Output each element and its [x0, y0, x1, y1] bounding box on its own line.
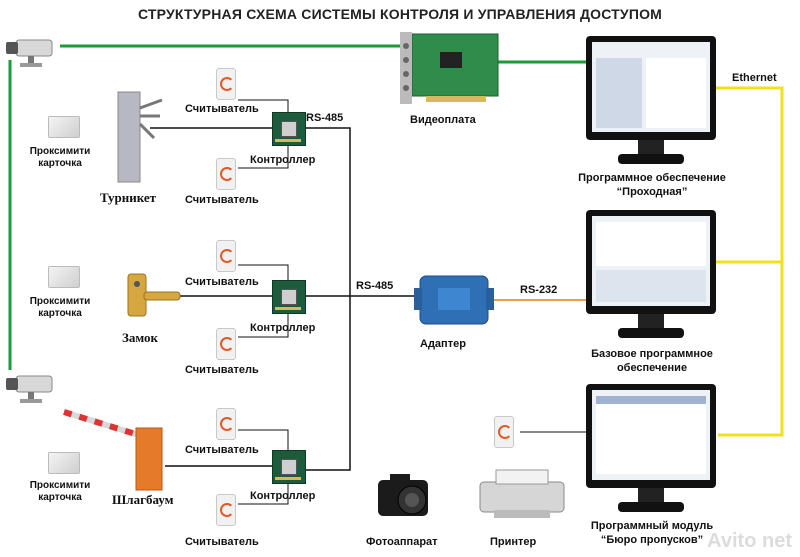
video-card-label: Видеоплата: [410, 114, 476, 126]
reader-icon: [216, 68, 236, 100]
turnstile-icon: [117, 91, 163, 183]
reader-label: Считыватель: [185, 364, 259, 376]
cctv-camera-icon: [6, 375, 53, 403]
reader-icon: [494, 416, 514, 448]
adapter-device-icon: [414, 275, 494, 325]
reader-icon: [216, 158, 236, 190]
door-lock-icon: [127, 273, 181, 317]
reader-icon: [216, 328, 236, 360]
ethernet-label: Ethernet: [732, 72, 777, 84]
reader-icon: [216, 240, 236, 272]
rs232-label: RS-232: [520, 284, 558, 296]
reader-label: Считыватель: [185, 536, 259, 548]
base-software-line2: обеспечение: [616, 362, 688, 374]
cctv-camera-icon: [6, 39, 53, 67]
proximity-card-icon: [48, 266, 80, 288]
monitor-pass-bureau-icon: [586, 384, 716, 512]
page-title: СТРУКТУРНАЯ СХЕМА СИСТЕМЫ КОНТРОЛЯ И УПР…: [137, 6, 663, 22]
printer-label: Принтер: [490, 536, 537, 548]
controller-board-icon: [272, 450, 306, 484]
rs485-mid-label: RS-485: [356, 280, 394, 292]
pass-module-line1: Программный модуль: [590, 520, 714, 532]
proximity-card-label: Проксимити карточка: [29, 146, 91, 169]
controller-label: Контроллер: [250, 490, 316, 502]
adapter-label: Адаптер: [420, 338, 466, 350]
reader-icon: [216, 494, 236, 526]
turnstile-label: Турникет: [100, 190, 157, 205]
controller-label: Контроллер: [250, 154, 316, 166]
rs485-top-label: RS-485: [306, 112, 344, 124]
barrier-gate-icon: [63, 409, 163, 491]
reader-icon: [216, 408, 236, 440]
photo-camera-label: Фотоаппарат: [366, 536, 438, 548]
proximity-card-label: Проксимити карточка: [29, 296, 91, 319]
video-card-icon: [400, 32, 499, 104]
proximity-card-icon: [48, 116, 80, 138]
photo-camera-icon: [378, 474, 428, 516]
reader-label: Считыватель: [185, 444, 259, 456]
software-checkpoint-line1: Программное обеспечение: [578, 172, 726, 184]
controller-label: Контроллер: [250, 322, 316, 334]
proximity-card-label: Проксимити карточка: [29, 480, 91, 503]
software-checkpoint-line2: “Проходная”: [616, 186, 688, 198]
printer-icon: [479, 469, 565, 518]
base-software-line1: Базовое программное: [591, 348, 713, 360]
monitor-base-software-icon: [586, 210, 716, 338]
controller-board-icon: [272, 280, 306, 314]
barrier-label: Шлагбаум: [112, 492, 174, 507]
lock-label: Замок: [122, 330, 159, 345]
monitor-checkpoint-icon: [586, 36, 716, 164]
reader-label: Считыватель: [185, 103, 259, 115]
proximity-card-icon: [48, 452, 80, 474]
reader-label: Считыватель: [185, 194, 259, 206]
pass-module-line2: “Бюро пропусков”: [600, 534, 704, 546]
reader-label: Считыватель: [185, 276, 259, 288]
watermark: Avito net: [707, 530, 792, 552]
controller-board-icon: [272, 112, 306, 146]
